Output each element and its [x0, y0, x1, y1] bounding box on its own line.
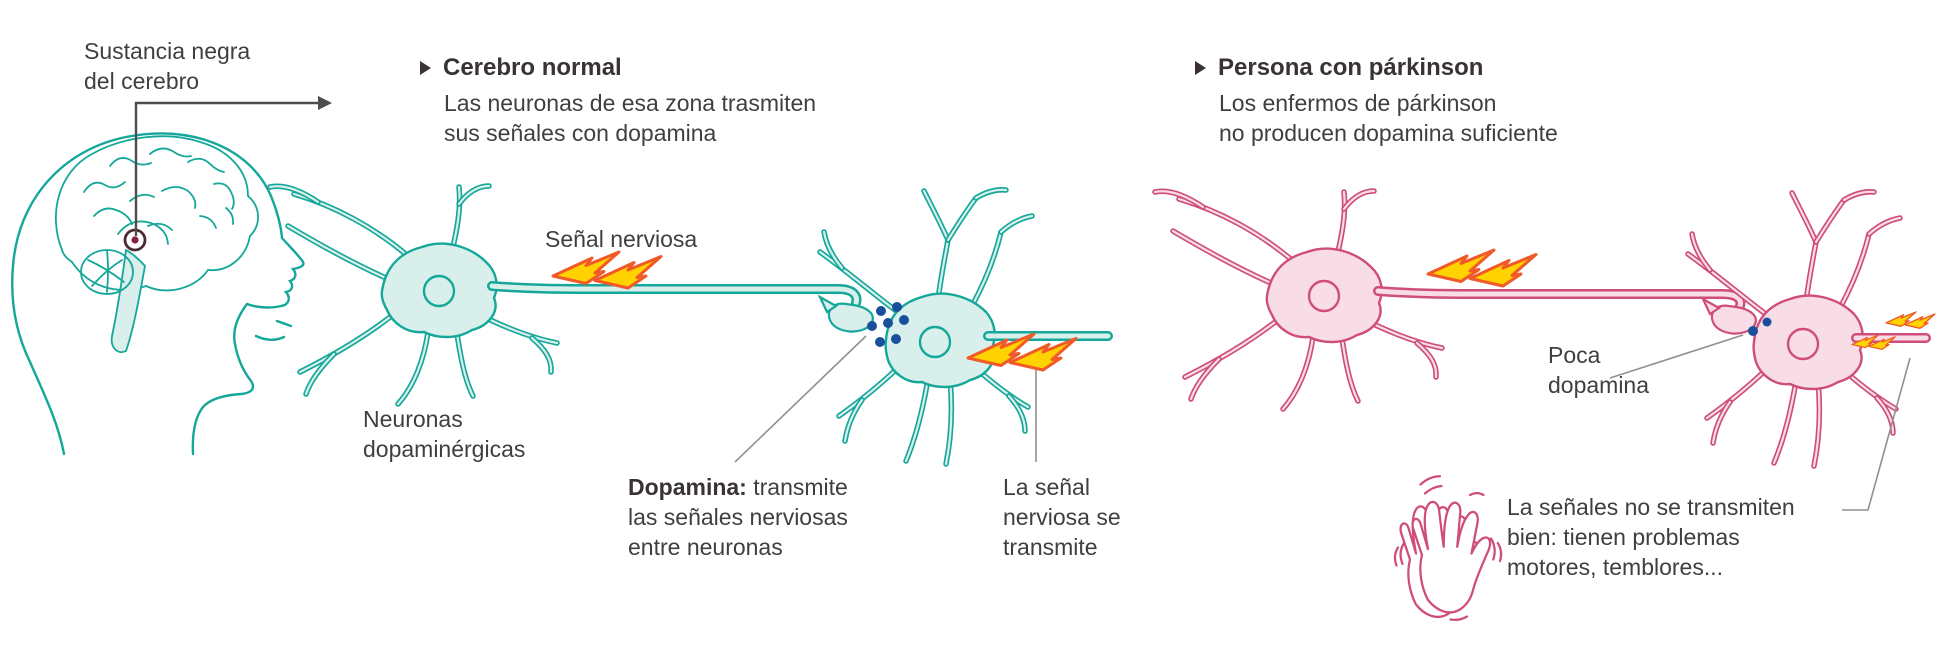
dopamine-leader-line: [734, 335, 867, 463]
symptoms-leader-line: [1842, 357, 1911, 511]
parkinson-heading-text: Persona con párkinson: [1218, 54, 1484, 81]
normal-brain-heading: Cerebro normal: [420, 54, 622, 82]
mouth-line: [254, 334, 286, 341]
brainstem: [110, 248, 146, 353]
symptoms-label: La señales no se transmiten bien: tienen…: [1507, 494, 1795, 580]
low-dopamine-dots-icon: [1748, 317, 1772, 336]
axon-terminal-normal: [820, 297, 873, 332]
dopamine-dots-icon: [867, 302, 909, 347]
normal-brain-heading-text: Cerebro normal: [443, 54, 622, 81]
axon-terminal-parkinson: [1703, 299, 1756, 334]
parkinson-heading: Persona con párkinson: [1195, 54, 1483, 82]
weak-signal-bolt-icon: [1885, 311, 1936, 330]
substantia-nigra-label: Sustancia negra del cerebro: [84, 38, 251, 94]
low-dopamine-leader-line: [1609, 334, 1744, 379]
section-bullet-icon: [1195, 61, 1206, 75]
head-profile-illustration: [10, 132, 305, 456]
label-arrow-icon: [134, 96, 332, 236]
head-outline: [10, 132, 305, 456]
lip-mark: [275, 319, 293, 328]
nerve-signal-bolt-icon: [551, 250, 663, 290]
section-bullet-icon: [420, 61, 431, 75]
dopamine-description-text: transmite las señales nerviosas entre ne…: [628, 474, 848, 560]
nerve-signal-bolt-parkinson-icon: [1426, 248, 1538, 288]
low-dopamine-label: Poca dopamina: [1548, 342, 1650, 398]
axon-normal: [489, 283, 859, 306]
parkinson-subtext: Los enfermos de párkinson no producen do…: [1219, 90, 1558, 146]
dopamine-term: Dopamina:: [628, 474, 747, 500]
dopaminergic-neurons-label: Neuronas dopaminérgicas: [363, 406, 526, 462]
axon-parkinson: [1375, 288, 1743, 309]
nerve-signal-label: Señal nerviosa: [545, 226, 698, 252]
brain-icon: [55, 135, 259, 353]
trembling-hands-icon: [1393, 475, 1503, 621]
dopaminergic-neuron-normal: [270, 186, 557, 404]
normal-brain-subtext: Las neuronas de esa zona trasmiten sus s…: [444, 90, 817, 146]
dopamine-description-label: Dopamina: transmite las señales nerviosa…: [628, 472, 848, 562]
dopaminergic-neuron-parkinson: [1155, 191, 1442, 409]
signal-transmitted-label: La señal nerviosa se transmite: [1003, 474, 1121, 560]
